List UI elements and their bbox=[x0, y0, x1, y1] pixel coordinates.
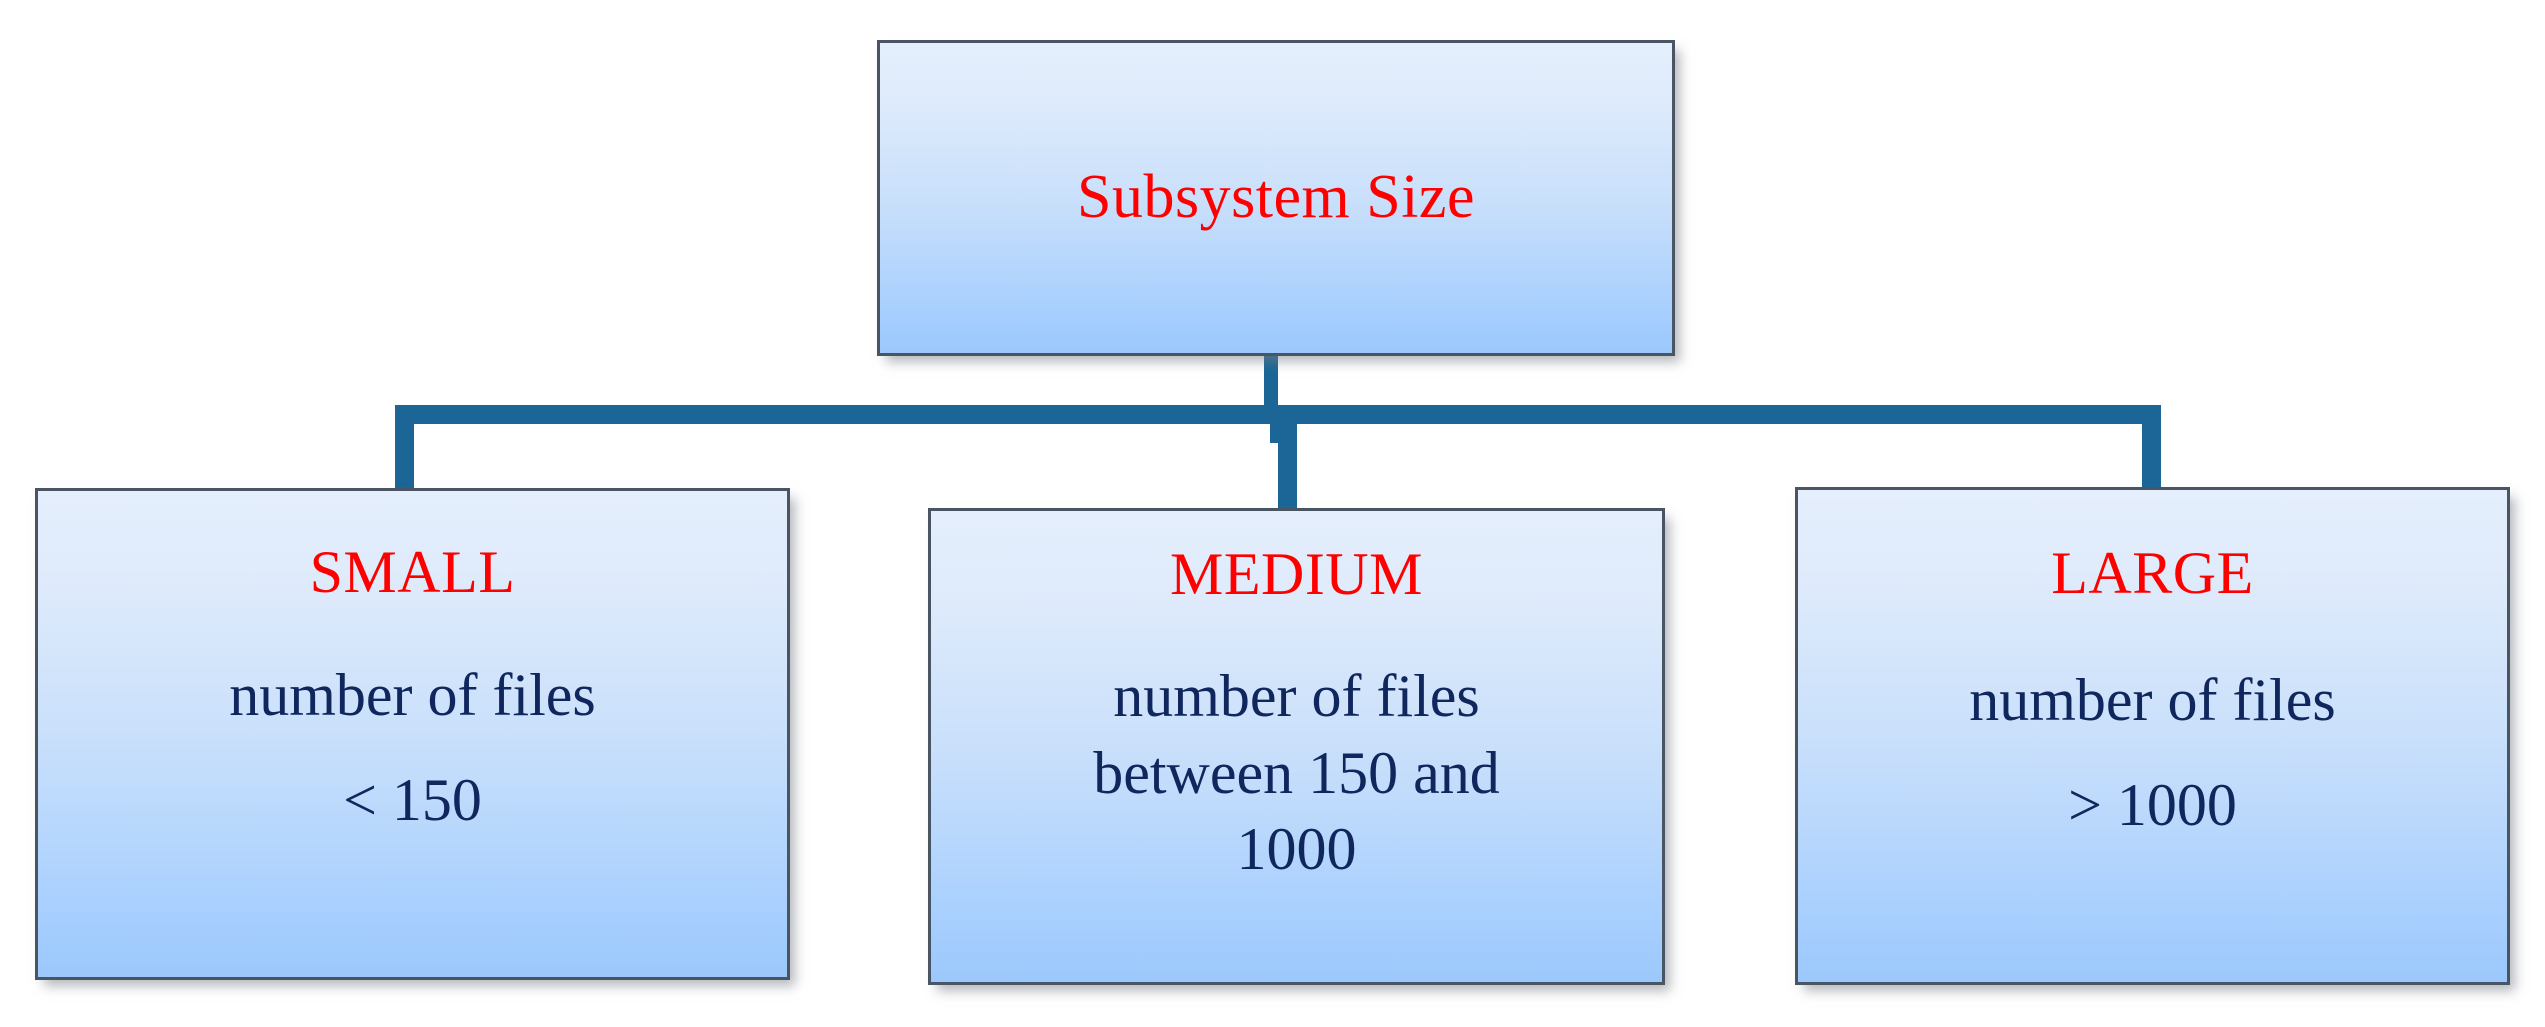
node-title-small: SMALL bbox=[309, 539, 516, 605]
node-title-medium: MEDIUM bbox=[1170, 541, 1423, 607]
node-title-root: Subsystem Size bbox=[1077, 163, 1475, 232]
connector-drop-small bbox=[395, 405, 414, 493]
connector-drop-large bbox=[2142, 405, 2161, 491]
node-title-large: LARGE bbox=[2051, 540, 2254, 606]
node-content: MEDIUM number of files between 150 and 1… bbox=[931, 539, 1662, 888]
node-body-line-large-1: number of files bbox=[1969, 666, 2336, 733]
node-content: Subsystem Size bbox=[880, 161, 1672, 234]
node-subsystem-size[interactable]: Subsystem Size bbox=[877, 40, 1675, 356]
node-content: LARGE number of files > 1000 bbox=[1798, 538, 2507, 874]
node-body-line-medium-3: 1000 bbox=[1236, 816, 1357, 883]
node-small[interactable]: SMALL number of files < 150 bbox=[35, 488, 790, 980]
node-content: SMALL number of files < 150 bbox=[38, 537, 787, 869]
node-body-line-small-2: < 150 bbox=[343, 766, 482, 833]
node-body-line-medium-1: number of files bbox=[1113, 662, 1480, 729]
node-body-line-small-1: number of files bbox=[229, 661, 596, 728]
node-medium[interactable]: MEDIUM number of files between 150 and 1… bbox=[928, 508, 1665, 985]
node-body-line-medium-2: between 150 and bbox=[1093, 739, 1500, 806]
node-body-line-large-2: > 1000 bbox=[2068, 771, 2237, 838]
connector-drop-medium bbox=[1278, 405, 1297, 511]
node-large[interactable]: LARGE number of files > 1000 bbox=[1795, 487, 2510, 985]
connector-root-stem bbox=[1264, 352, 1278, 414]
